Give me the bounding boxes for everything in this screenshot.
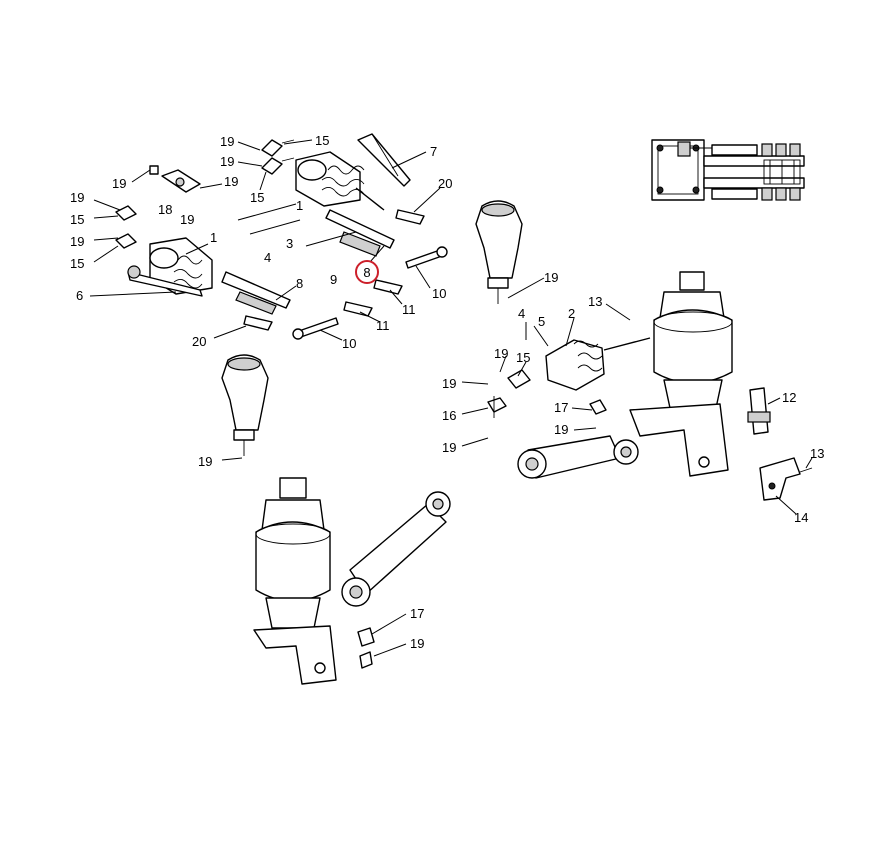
center-air-spring bbox=[475, 200, 523, 304]
left-air-spring bbox=[221, 354, 269, 456]
callout-2: 2 bbox=[568, 306, 575, 321]
callout-18: 18 bbox=[158, 202, 172, 217]
callout-15: 15 bbox=[250, 190, 264, 205]
callout-5: 5 bbox=[538, 314, 545, 329]
callout-15: 15 bbox=[70, 212, 84, 227]
callout-16: 16 bbox=[442, 408, 456, 423]
callout-19: 19 bbox=[220, 134, 234, 149]
callout-19: 19 bbox=[224, 174, 238, 189]
callout-17: 17 bbox=[554, 400, 568, 415]
callout-11: 11 bbox=[376, 318, 390, 333]
callout-15: 15 bbox=[516, 350, 530, 365]
callout-6: 6 bbox=[76, 288, 83, 303]
callout-4: 4 bbox=[264, 250, 271, 265]
callout-15: 15 bbox=[70, 256, 84, 271]
callout-20: 20 bbox=[438, 176, 452, 191]
callout-19: 19 bbox=[70, 234, 84, 249]
callout-8: 8 bbox=[296, 276, 303, 291]
callout-19: 19 bbox=[112, 176, 126, 191]
callout-10: 10 bbox=[342, 336, 356, 351]
callout-15: 15 bbox=[315, 133, 329, 148]
callout-14: 14 bbox=[794, 510, 808, 525]
callout-19: 19 bbox=[220, 154, 234, 169]
highlight-ring bbox=[355, 260, 379, 284]
callout-19: 19 bbox=[70, 190, 84, 205]
lower-air-spring-assembly bbox=[253, 477, 451, 685]
callout-7: 7 bbox=[430, 144, 437, 159]
upper-valve-assembly bbox=[115, 133, 448, 340]
callout-12: 12 bbox=[782, 390, 796, 405]
callout-19: 19 bbox=[198, 454, 212, 469]
callout-20: 20 bbox=[192, 334, 206, 349]
callout-8-highlighted: 8 bbox=[363, 265, 370, 280]
callout-19: 19 bbox=[554, 422, 568, 437]
callout-1: 1 bbox=[296, 198, 303, 213]
truck-locator-icon bbox=[651, 139, 805, 201]
callout-19: 19 bbox=[410, 636, 424, 651]
callout-labels: 19 15 7 19 15 19 19 18 19 20 19 1 15 19 … bbox=[70, 133, 824, 651]
callout-3: 3 bbox=[286, 236, 293, 251]
highlighted-callout-8[interactable]: 8 bbox=[355, 260, 379, 284]
right-air-spring-assembly bbox=[487, 271, 813, 501]
callout-19: 19 bbox=[180, 212, 194, 227]
callout-1: 1 bbox=[210, 230, 217, 245]
callout-4: 4 bbox=[518, 306, 525, 321]
callout-13: 13 bbox=[810, 446, 824, 461]
callout-11: 11 bbox=[402, 302, 416, 317]
callout-10: 10 bbox=[432, 286, 446, 301]
callout-19: 19 bbox=[544, 270, 558, 285]
leader-lines bbox=[89, 139, 813, 657]
callout-19: 19 bbox=[494, 346, 508, 361]
callout-19: 19 bbox=[442, 376, 456, 391]
callout-13: 13 bbox=[588, 294, 602, 309]
callout-19: 19 bbox=[442, 440, 456, 455]
callout-9: 9 bbox=[330, 272, 337, 287]
callout-17: 17 bbox=[410, 606, 424, 621]
